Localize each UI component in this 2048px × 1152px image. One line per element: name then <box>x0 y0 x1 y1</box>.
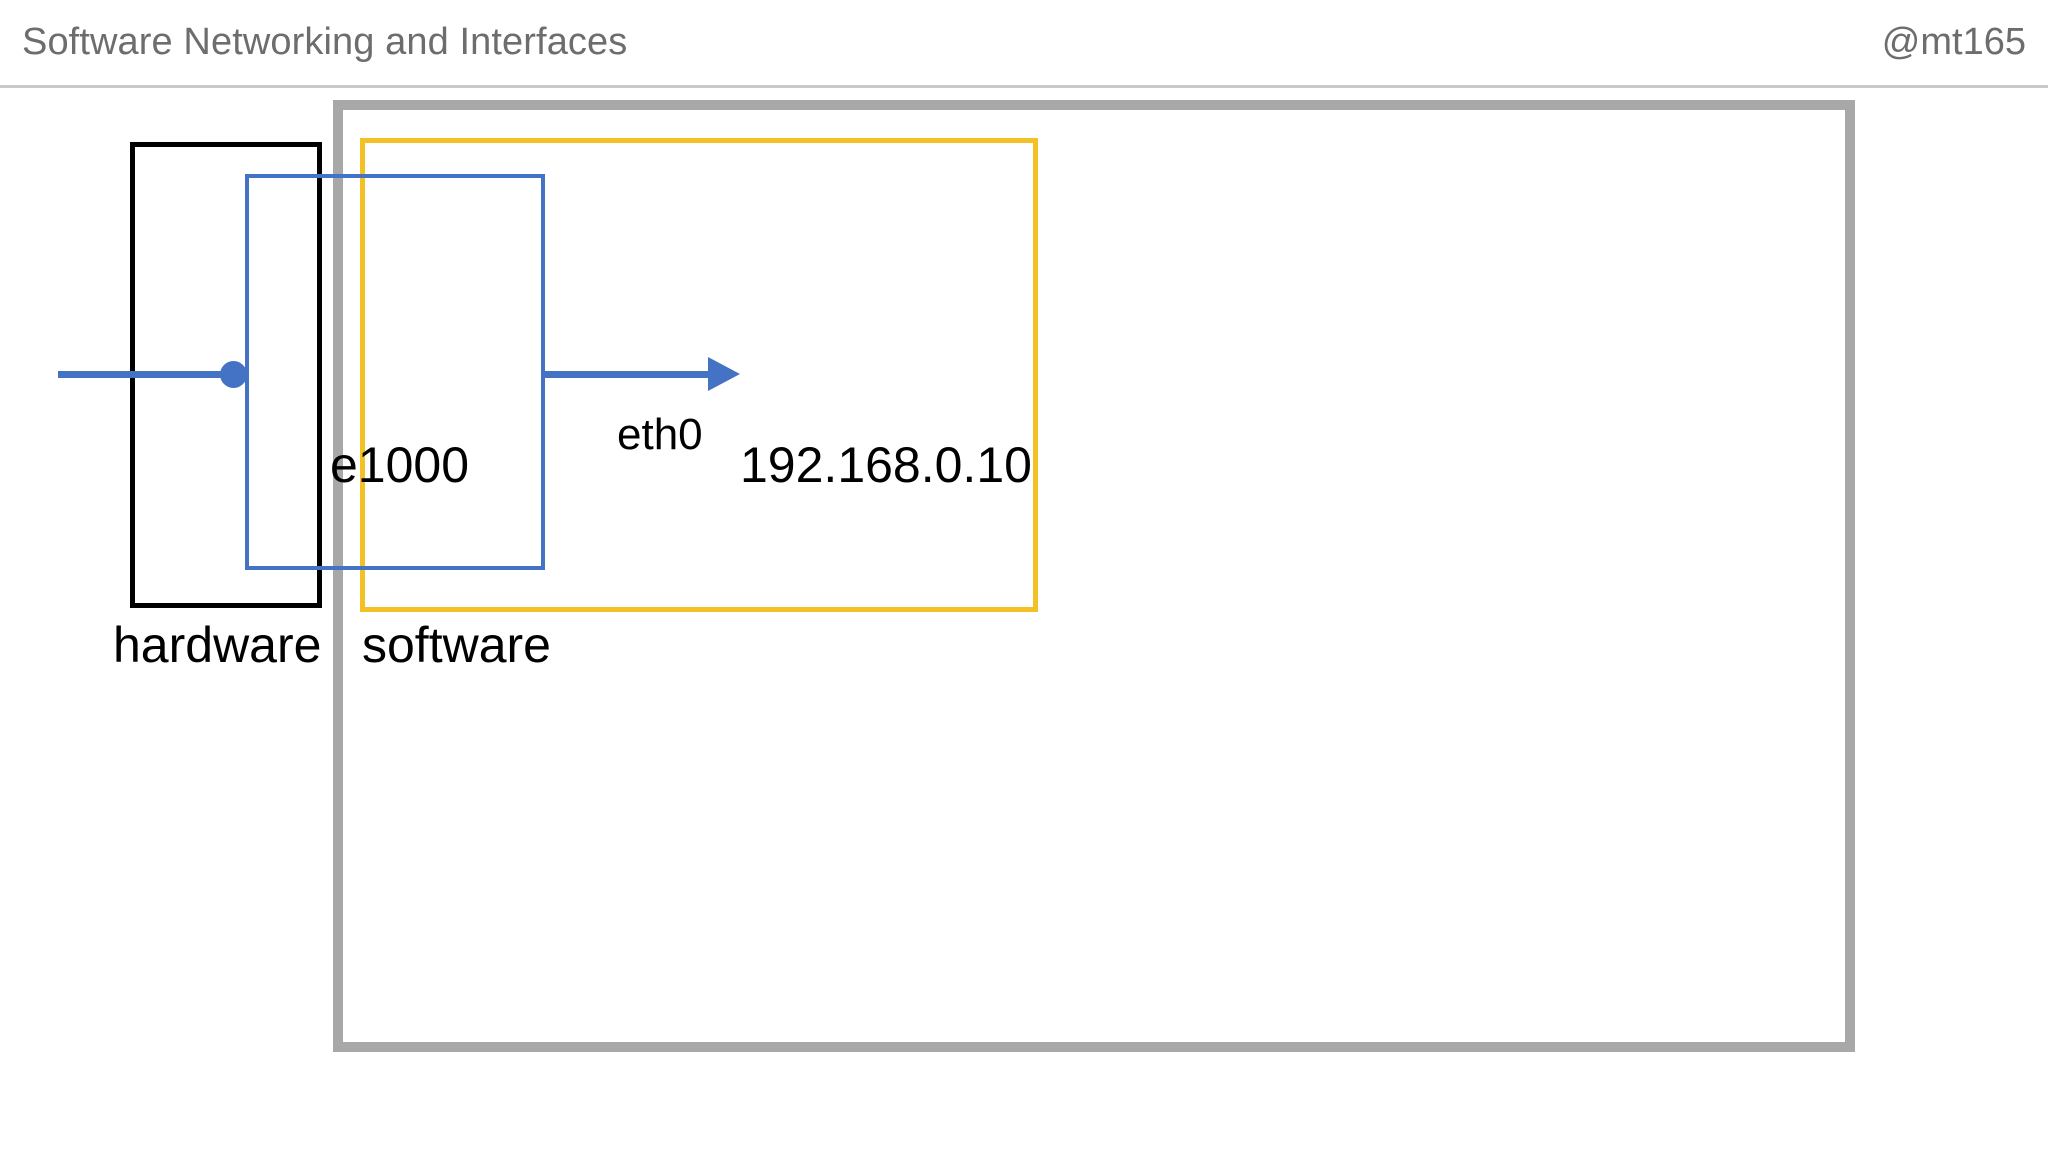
machine-boundary-box <box>333 100 1855 1052</box>
e1000-label: e1000 <box>330 437 470 493</box>
software-label: software <box>362 617 551 673</box>
slide-header: Software Networking and Interfaces @mt16… <box>0 0 2048 88</box>
e1000-driver-box <box>245 174 545 570</box>
page-title: Software Networking and Interfaces <box>22 21 628 63</box>
physical-link-wire <box>58 371 236 378</box>
eth0-label: eth0 <box>617 410 703 459</box>
ip-address-label: 192.168.0.10 <box>740 437 1032 493</box>
eth0-arrow-head-icon <box>708 357 740 391</box>
diagram-canvas: e1000 eth0 192.168.0.10 hardware softwar… <box>0 88 2048 1152</box>
eth0-link-wire <box>545 371 710 378</box>
author-handle: @mt165 <box>1881 21 2026 63</box>
nic-port-dot-icon <box>220 361 247 388</box>
hardware-label: hardware <box>113 617 322 673</box>
software-region-box <box>360 138 1038 612</box>
